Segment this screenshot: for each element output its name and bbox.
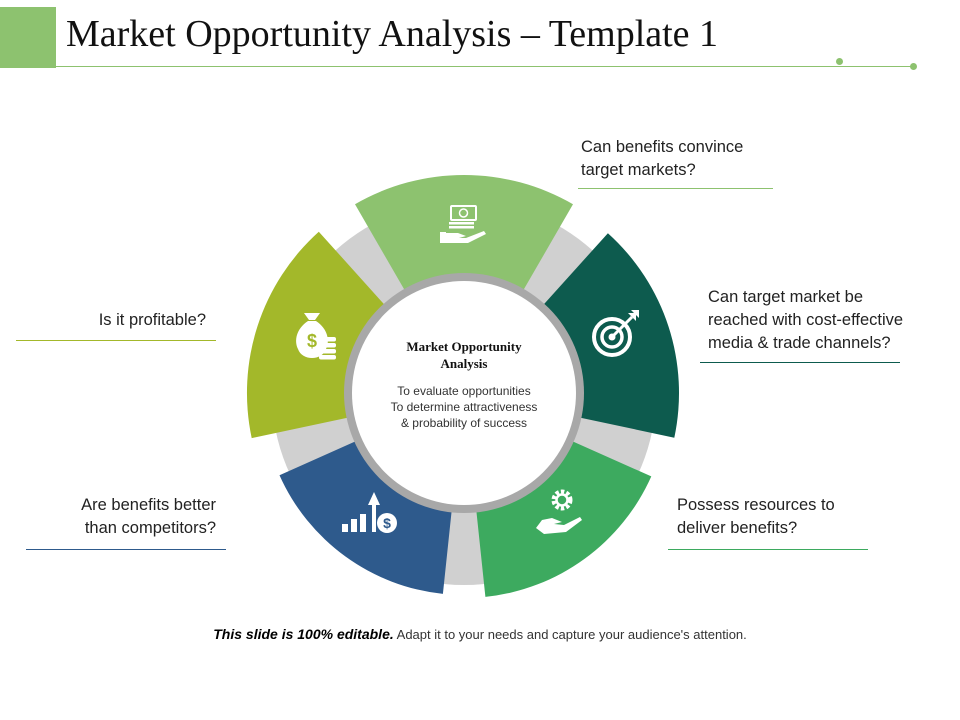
question-line: than competitors? (84, 519, 216, 537)
svg-text:$: $ (307, 331, 317, 351)
money-bag-icon: $ (296, 313, 336, 360)
question-top: Can benefits convince target markets? (581, 136, 743, 182)
footer-note: This slide is 100% editable. Adapt it to… (0, 626, 960, 642)
center-title-line: Analysis (440, 356, 488, 371)
center-description-line: To determine attractiveness (390, 400, 538, 414)
title-line-dot-1 (836, 58, 843, 65)
svg-text:$: $ (383, 515, 391, 531)
growth-chart-dollar-icon: $ (342, 492, 397, 533)
center-description-line: To evaluate opportunities (397, 384, 531, 398)
question-line: reached with cost-effective (708, 311, 904, 329)
title-accent-square (0, 7, 56, 68)
center-description: To evaluate opportunities To determine a… (363, 383, 565, 431)
question-right-lower-underline (668, 549, 868, 550)
question-left-upper-underline (16, 340, 216, 341)
question-left-lower-underline (26, 549, 226, 550)
title-underline (56, 66, 916, 67)
question-right-upper: Can target market be reached with cost-e… (708, 286, 903, 355)
money-hand-icon (440, 205, 486, 243)
question-line: media & trade channels? (708, 334, 891, 352)
center-circle (352, 281, 576, 505)
question-line: Possess resources to (677, 496, 835, 514)
question-right-upper-underline (700, 362, 900, 363)
question-line: deliver benefits? (677, 519, 798, 537)
target-icon (592, 310, 639, 357)
gear-hand-icon (536, 489, 582, 534)
footer-bold: This slide is 100% editable. (213, 626, 394, 642)
question-line: target markets? (581, 161, 696, 179)
wheel-segment-right-lower (476, 441, 652, 597)
center-title-line: Market Opportunity (406, 339, 522, 354)
title-line-dot-2 (910, 63, 917, 70)
footer-rest: Adapt it to your needs and capture your … (393, 627, 747, 642)
question-left-lower: Are benefits better than competitors? (81, 494, 216, 540)
question-right-lower: Possess resources to deliver benefits? (677, 494, 835, 540)
question-line: Can target market be (708, 288, 863, 306)
wheel-segment-top (355, 174, 573, 291)
question-line: Are benefits better (81, 496, 216, 514)
question-left-upper: Is it profitable? (99, 309, 206, 332)
center-description-line: & probability of success (400, 416, 528, 430)
question-line: Can benefits convince (581, 138, 744, 156)
question-top-underline (578, 188, 773, 189)
center-title: Market Opportunity Analysis (363, 338, 565, 372)
page-title: Market Opportunity Analysis – Template 1 (66, 13, 719, 55)
question-line: Is it profitable? (98, 311, 206, 329)
